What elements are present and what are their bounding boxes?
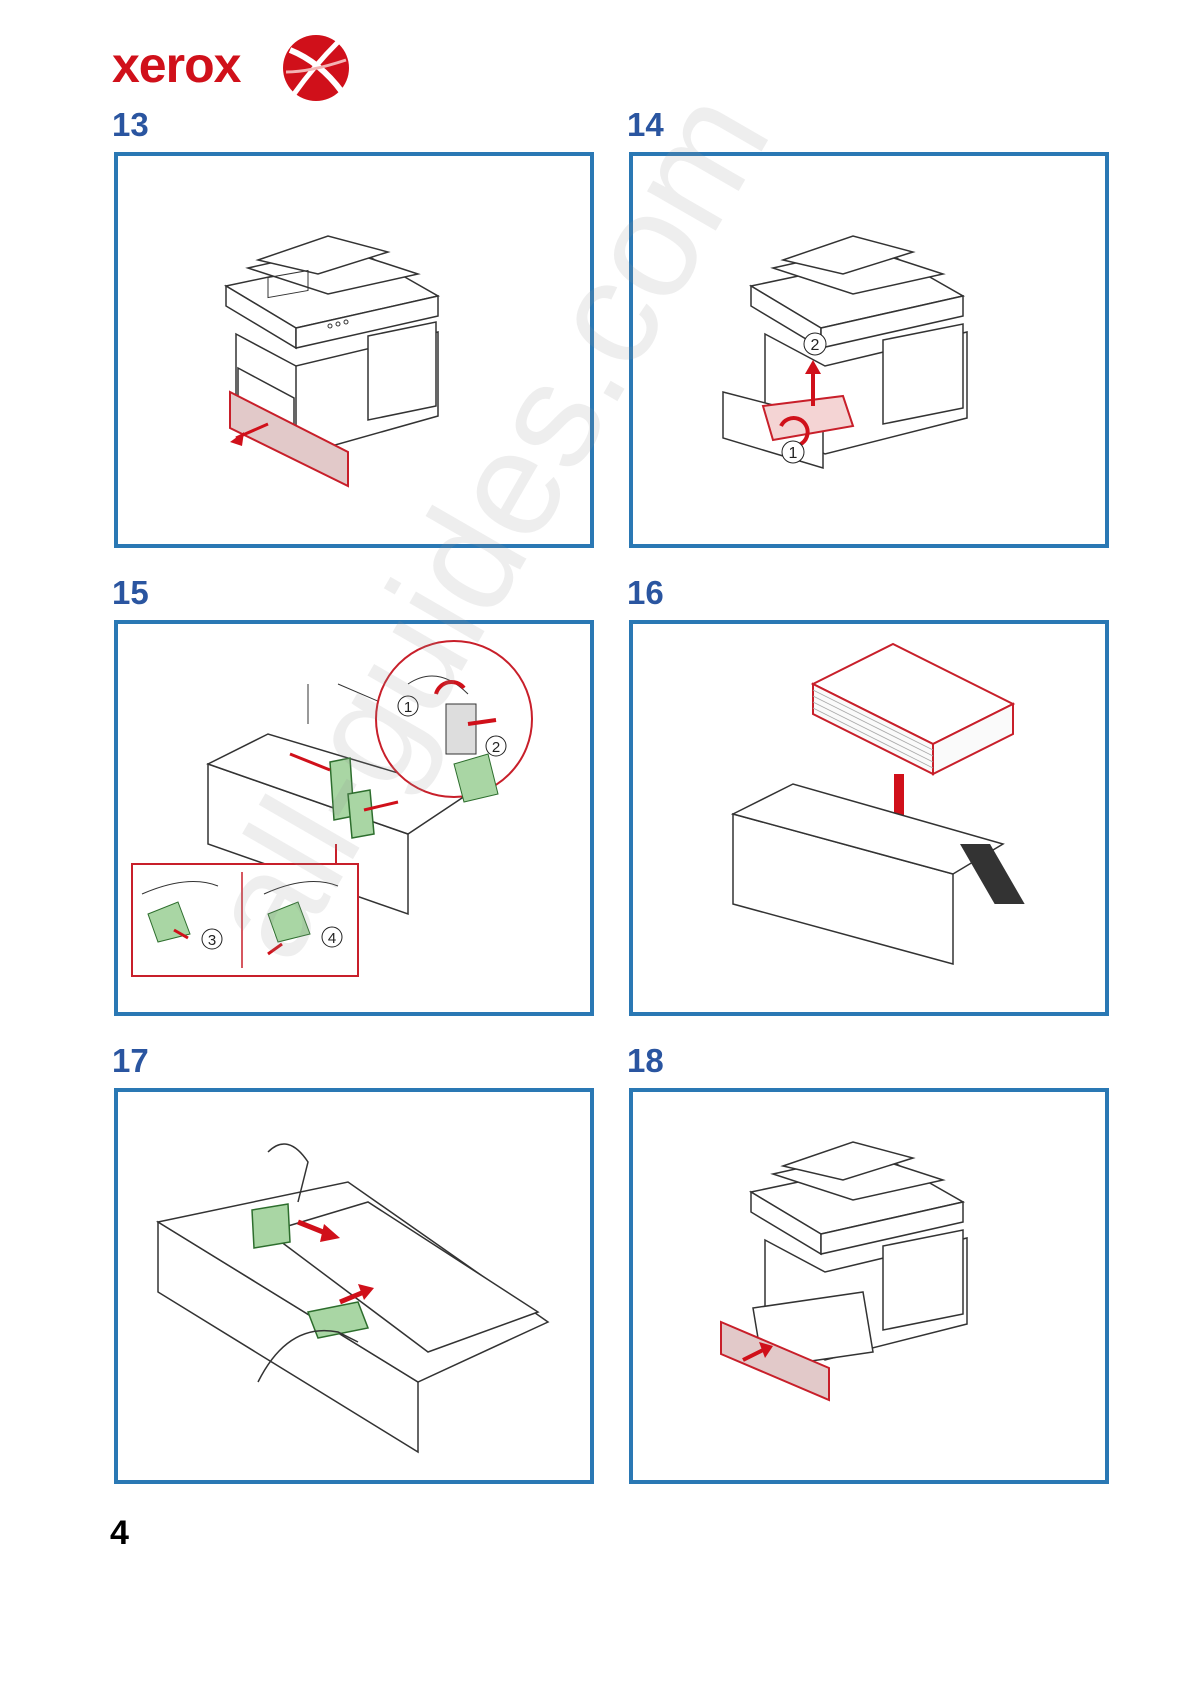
step-15-panel: 1 2 3 4	[114, 620, 594, 1016]
step-13-panel	[114, 152, 594, 548]
callout-2: 2	[811, 337, 820, 354]
step-number-18: 18	[627, 1042, 664, 1080]
step-number-17: 17	[112, 1042, 149, 1080]
pull-out-tray-illustration	[118, 156, 590, 544]
callout-4: 4	[328, 930, 336, 947]
push-tray-illustration	[633, 1092, 1105, 1480]
callout-1: 1	[404, 699, 412, 716]
xerox-sphere-icon	[280, 32, 352, 104]
remove-tray-illustration: 2 1	[633, 156, 1105, 544]
step-18-panel	[629, 1088, 1109, 1484]
step-number-13: 13	[112, 106, 149, 144]
adjust-guides-illustration: 1 2 3 4	[118, 624, 590, 1012]
step-14-panel: 2 1	[629, 152, 1109, 548]
step-number-15: 15	[112, 574, 149, 612]
logo-wordmark: xerox	[112, 36, 240, 94]
callout-2: 2	[492, 739, 500, 756]
step-number-14: 14	[627, 106, 664, 144]
step-number-16: 16	[627, 574, 664, 612]
page-number: 4	[110, 1514, 129, 1553]
xerox-logo: xerox	[112, 32, 352, 104]
slide-guides-illustration	[118, 1092, 590, 1480]
callout-3: 3	[208, 932, 216, 949]
callout-1: 1	[789, 445, 798, 462]
load-paper-illustration	[633, 624, 1105, 1012]
step-17-panel	[114, 1088, 594, 1484]
step-16-panel	[629, 620, 1109, 1016]
